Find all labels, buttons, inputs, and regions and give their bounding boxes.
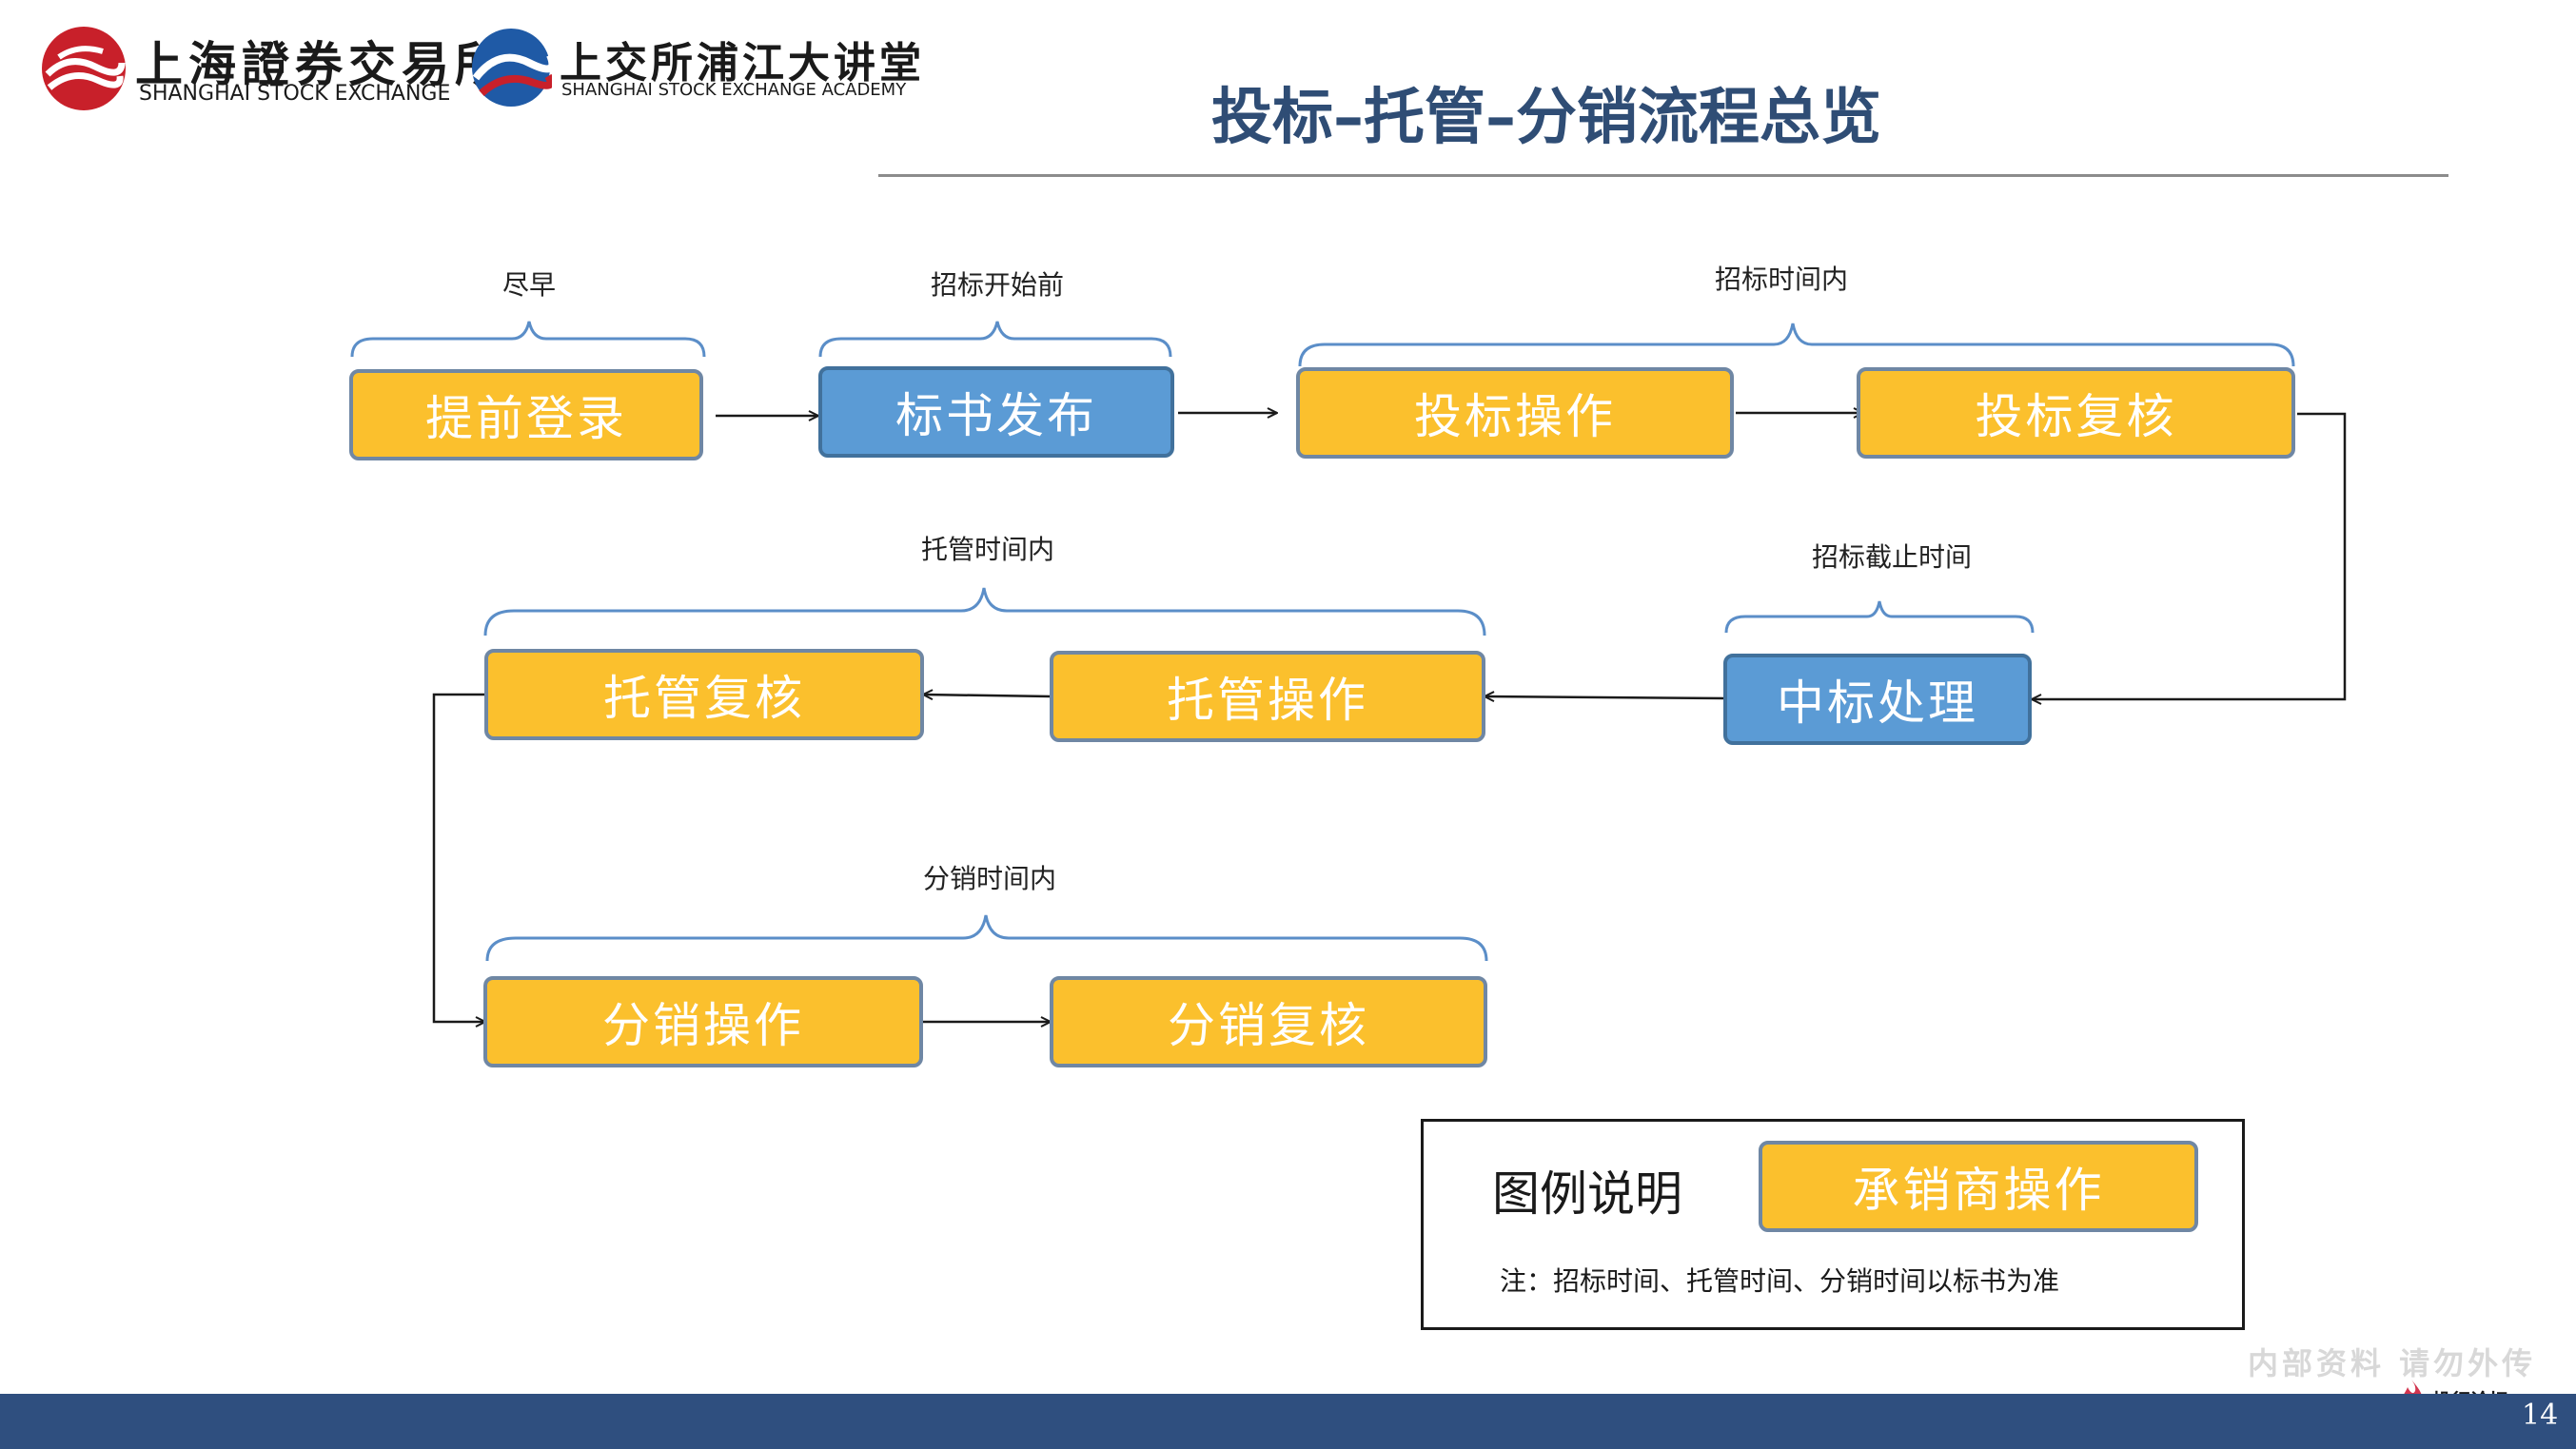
arrow-bid-review-to-award: [2032, 412, 2347, 699]
legend-note: 注：招标时间、托管时间、分销时间以标书为准: [1500, 1265, 2060, 1297]
step-distribution-operation: 分销操作: [483, 976, 923, 1067]
page-title: 投标–托管–分销流程总览: [1211, 83, 1881, 153]
step-bid-review: 投标复核: [1857, 367, 2295, 459]
sse-logo: 上海證券交易所 SHANGHAI STOCK EXCHANGE: [40, 23, 502, 114]
brace-custody-period: [483, 587, 1486, 636]
arrow-award-to-custody-operation: [1485, 696, 1727, 698]
phase-label-distribution-period: 分销时间内: [922, 863, 1057, 894]
step-award: 中标处理: [1723, 654, 2032, 745]
footer-bar: [0, 1394, 2576, 1449]
phase-label-before-tender: 招标开始前: [930, 269, 1065, 301]
step-distribution-review: 分销复核: [1050, 976, 1487, 1067]
step-custody-review: 托管复核: [484, 649, 924, 740]
watermark: 内部资料 请勿外传: [2248, 1345, 2537, 1381]
step-login: 提前登录: [349, 369, 703, 460]
step-custody-operation: 托管操作: [1050, 651, 1485, 742]
arrow-custody-operation-to-review: [923, 695, 1052, 696]
sse-logo-cn: 上海證券交易所: [135, 37, 508, 92]
phase-label-early: 尽早: [501, 269, 557, 301]
brace-before-tender: [818, 321, 1172, 358]
arrow-custody-review-to-distribution: [432, 693, 485, 1022]
academy-logo: 上交所浦江大讲堂 SHANGHAI STOCK EXCHANGE ACADEMY: [470, 23, 921, 114]
phase-label-tender-period: 招标时间内: [1714, 264, 1849, 295]
legend-panel: 图例说明 承销商操作 注：招标时间、托管时间、分销时间以标书为准: [1421, 1119, 2245, 1330]
academy-logo-en: SHANGHAI STOCK EXCHANGE ACADEMY: [561, 80, 907, 100]
phase-label-custody-period: 托管时间内: [920, 534, 1055, 565]
brace-early: [350, 321, 706, 358]
brace-tender-period: [1298, 323, 2295, 367]
title-divider: [878, 174, 2448, 177]
brace-tender-deadline: [1724, 600, 2035, 634]
phase-braces: [350, 321, 2295, 962]
step-publish: 标书发布: [818, 366, 1174, 458]
legend-title: 图例说明: [1492, 1166, 1682, 1222]
page-number: 14: [2522, 1399, 2559, 1432]
brace-distribution-period: [485, 914, 1488, 962]
academy-emblem-icon: [472, 29, 552, 107]
step-bid-operation: 投标操作: [1296, 367, 1734, 459]
flow-arrows: [432, 412, 2347, 1022]
sse-logo-en: SHANGHAI STOCK EXCHANGE: [139, 82, 451, 106]
legend-underwriter-swatch: 承销商操作: [1759, 1141, 2198, 1232]
phase-label-tender-deadline: 招标截止时间: [1811, 541, 1973, 573]
academy-logo-cn: 上交所浦江大讲堂: [560, 39, 925, 88]
sse-emblem-icon: [42, 27, 126, 110]
